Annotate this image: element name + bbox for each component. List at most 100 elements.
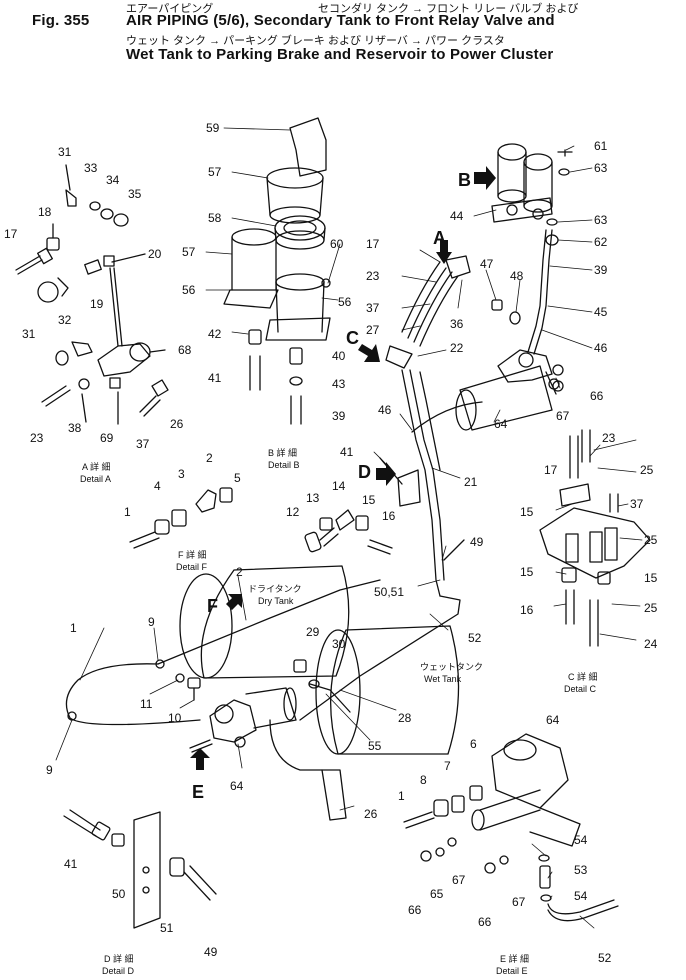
callout-49-d: 49 [204, 945, 218, 959]
detail-c-parts [539, 429, 651, 647]
header-en-line-2: Wet Tank to Parking Brake and Reservoir … [126, 46, 554, 63]
detail-a-label-jp: A 詳 細 [82, 461, 111, 472]
detail-e-label-en: Detail E [496, 966, 528, 976]
callout-18: 18 [38, 205, 52, 219]
callout-21: 21 [464, 475, 478, 489]
callout-11: 11 [140, 697, 153, 711]
callout-39-b: 39 [332, 409, 346, 423]
header-jp-title-right: セコンダリ タンク → フロント リレー バルブ および [318, 3, 579, 15]
main-harness [299, 229, 553, 721]
callout-66-e2: 66 [478, 915, 492, 929]
callout-4: 4 [154, 479, 161, 493]
detail-e-label-jp: E 詳 細 [500, 953, 529, 964]
callout-38: 38 [68, 421, 82, 435]
arrow-e-label: E [192, 782, 204, 802]
callout-41-main: 41 [340, 445, 354, 459]
callout-48: 48 [510, 269, 524, 283]
arrow-b-label: B [458, 170, 471, 190]
callout-46-b: 46 [594, 341, 608, 355]
callout-57-b: 57 [182, 245, 196, 259]
callout-15-main: 15 [362, 493, 376, 507]
detail-f-parts [129, 487, 233, 549]
detail-e-parts [403, 733, 619, 922]
callout-2-tank: 2 [236, 565, 243, 579]
view-arrows [190, 166, 496, 770]
callout-52-main: 52 [468, 631, 482, 645]
wet-tank-label-jp: ウェットタンク [420, 662, 483, 672]
callout-54-b: 54 [574, 889, 588, 903]
callout-49-main: 49 [470, 535, 484, 549]
callout-5: 5 [234, 471, 241, 485]
relay-valve-front [455, 349, 564, 431]
callout-29: 29 [306, 625, 320, 639]
callout-66-e1: 66 [408, 903, 422, 917]
figure-number: Fig. 355 [32, 12, 90, 29]
detail-b-label-en: Detail B [268, 460, 300, 470]
callout-15-c1: 15 [520, 505, 534, 519]
callout-51-d: 51 [160, 921, 174, 935]
callout-25-a: 25 [640, 463, 654, 477]
callout-16-main: 16 [382, 509, 396, 523]
callout-22: 22 [450, 341, 464, 355]
callout-17-a: 17 [4, 227, 18, 241]
callout-15-c3: 15 [644, 571, 658, 585]
detail-d-label-jp: D 詳 細 [104, 953, 134, 964]
arrow-e-icon [190, 748, 210, 770]
callout-1-loop: 1 [70, 621, 77, 635]
dry-tank-label-en: Dry Tank [258, 596, 294, 606]
callout-45: 45 [594, 305, 608, 319]
callout-24: 24 [644, 637, 658, 651]
callout-65: 65 [430, 887, 444, 901]
callout-50-d: 50 [112, 887, 126, 901]
callout-17-c: 17 [544, 463, 558, 477]
arrow-c-icon [358, 344, 380, 362]
callout-3: 3 [178, 467, 185, 481]
detail-a-label-en: Detail A [80, 474, 111, 484]
callout-64-brake: 64 [230, 779, 244, 793]
callout-41-b: 41 [208, 371, 222, 385]
callout-58: 58 [208, 211, 222, 225]
callout-30: 30 [332, 637, 346, 651]
callout-36: 36 [450, 317, 464, 331]
callout-26-a: 26 [170, 417, 184, 431]
header-jp-line-2: ウェット タンク → パーキング ブレーキ および リザーバ → パワー クラス… [126, 35, 505, 47]
detail-d-label-en: Detail D [102, 966, 135, 976]
callout-43: 43 [332, 377, 346, 391]
callout-6: 6 [470, 737, 477, 751]
callout-23-a: 23 [30, 431, 44, 445]
dry-tank [179, 565, 350, 679]
wet-tank [315, 625, 460, 755]
callout-15-c2: 15 [520, 565, 534, 579]
detail-b-valves [491, 143, 573, 246]
callout-63-a: 63 [594, 161, 608, 175]
detail-c-label-jp: C 詳 細 [568, 671, 598, 682]
callout-47: 47 [480, 257, 494, 271]
callout-9-b: 9 [46, 763, 53, 777]
dry-tank-label-jp: ドライタンク [248, 584, 302, 594]
callout-28: 28 [398, 711, 412, 725]
header-jp-title-left: エアーパイピング [126, 3, 214, 15]
detail-a-parts [15, 164, 169, 425]
callout-68: 68 [178, 343, 192, 357]
callout-1-e: 1 [398, 789, 405, 803]
arrow-d-icon [376, 462, 396, 486]
callout-67-e1: 67 [452, 873, 466, 887]
callout-57-a: 57 [208, 165, 222, 179]
callout-26-tank: 26 [364, 807, 378, 821]
callout-23-main: 23 [366, 269, 380, 283]
callout-1-f: 1 [124, 505, 131, 519]
callout-67-relay: 67 [556, 409, 570, 423]
callout-61: 61 [594, 139, 608, 153]
callout-55: 55 [368, 739, 382, 753]
arrow-a-icon [436, 240, 452, 264]
callout-33: 33 [84, 161, 98, 175]
callout-25-c: 25 [644, 601, 658, 615]
callout-31-a: 31 [58, 145, 72, 159]
callout-23-c: 23 [602, 431, 616, 445]
detail-c-label-en: Detail C [564, 684, 597, 694]
callout-40: 40 [332, 349, 346, 363]
callout-27: 27 [366, 323, 380, 337]
callout-20: 20 [148, 247, 162, 261]
callout-64-e: 64 [546, 713, 560, 727]
